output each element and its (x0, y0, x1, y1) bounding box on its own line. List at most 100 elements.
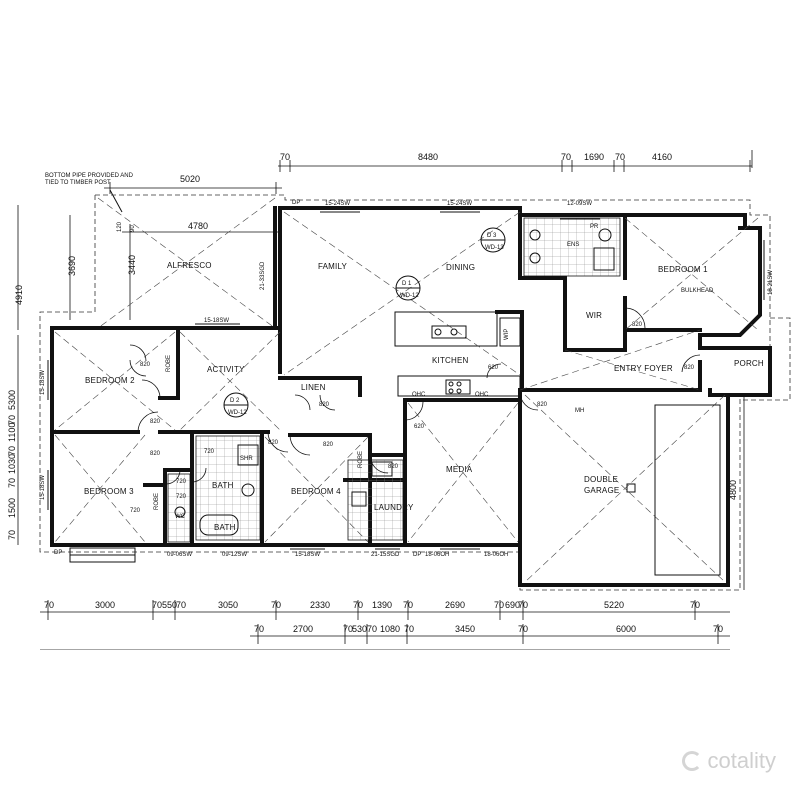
downpipe-label: DP (54, 550, 62, 556)
dim-2690: 2690 (445, 600, 465, 610)
dim-70: 70 (518, 624, 528, 634)
window-labels: 15-24SW 15-24SW 12-09SW 18-21SW 21-33SGD… (54, 200, 774, 558)
kitchen-fixtures (431, 325, 471, 395)
garage-fixture (626, 483, 636, 493)
right-dimensions: 4800 (728, 150, 753, 590)
dim-3050: 3050 (218, 600, 238, 610)
window-label: 15-18SW (295, 552, 320, 558)
dim-70: 70 (713, 624, 723, 634)
dim-70: 70 (690, 600, 700, 610)
window-label: 21-33SGD (260, 261, 266, 290)
door-width-label: 820 (140, 362, 151, 368)
dim-70: 70 (518, 600, 528, 610)
room-label-porch: PORCH (734, 359, 764, 368)
note-timber-post: TIED TO TIMBER POST (45, 180, 111, 186)
tag-d1: D 1 (402, 281, 412, 287)
room-label-wir: WIR (586, 311, 602, 320)
garage-slab (654, 404, 721, 576)
dim-120: 120 (117, 221, 123, 232)
room-label-activity: ACTIVITY (207, 365, 245, 374)
dim-1080: 1080 (380, 624, 400, 634)
room-label-family: FAMILY (318, 262, 348, 271)
room-label-garage: GARAGE (584, 486, 619, 495)
dim-2700: 2700 (293, 624, 313, 634)
door-width-label: 820 (323, 442, 334, 448)
downpipe-label: DP (292, 200, 300, 206)
watermark-text: cotality (707, 748, 776, 773)
room-label-bedroom4: BEDROOM 4 (291, 487, 341, 496)
window-label: 18-06OH (425, 552, 449, 558)
door-width-label: 820 (268, 440, 279, 446)
dim-4800: 4800 (728, 480, 738, 500)
dim-70: 70 (44, 600, 54, 610)
room-label-dining: DINING (446, 263, 475, 272)
dim-4910: 4910 (14, 285, 24, 305)
dim-3690: 3690 (67, 256, 77, 276)
dim-1690: 1690 (584, 152, 604, 162)
room-label-wip: WIP (504, 329, 510, 340)
room-label-bedroom2: BEDROOM 2 (85, 376, 135, 385)
eave-lines (39, 194, 791, 591)
dim-70: 70 (494, 600, 504, 610)
door-width-label: 620 (414, 424, 425, 430)
room-label-shr: SHR (240, 456, 253, 462)
tag-d2-ref: WD-12 (228, 410, 247, 416)
bottom-dimensions-2: 70 2700 70 530 70 1080 70 3450 70 6000 7… (250, 624, 730, 644)
left-dimensions: 4910 3690 3440 120 90 5300 70 1100 70 10… (7, 205, 137, 545)
dim-70: 70 (152, 600, 162, 610)
tag-d3-ref: WD-13 (485, 245, 504, 251)
room-label-bath: BATH (212, 481, 234, 490)
tag-d1-ref: WD-12 (400, 293, 419, 299)
dim-8480: 8480 (418, 152, 438, 162)
door-width-label: 720 (176, 479, 187, 485)
dim-70: 70 (561, 152, 571, 162)
room-label-linen: LINEN (301, 383, 326, 392)
door-width-label: 720 (204, 449, 215, 455)
room-labels: ALFRESCO FAMILY DINING ENS BEDROOM 1 BUL… (84, 224, 764, 532)
tag-d3: D 3 (487, 233, 497, 239)
dim-1100: 1100 (7, 423, 17, 442)
label-ohc-2: OHC (475, 392, 489, 398)
dim-70: 70 (176, 600, 186, 610)
room-label-media: MEDIA (446, 465, 473, 474)
room-label-bath2: BATH (214, 523, 236, 532)
dim-6000: 6000 (616, 624, 636, 634)
bottom-dimensions-1: 70 3000 70 550 70 3050 70 2330 70 1390 7… (40, 600, 730, 620)
dim-690: 690 (505, 600, 520, 610)
window-label: 12-09SW (567, 201, 592, 207)
dim-70: 70 (7, 446, 17, 456)
door-width-label: 720 (130, 508, 141, 514)
dim-90: 90 (130, 225, 136, 232)
door-width-label: 820 (388, 464, 399, 470)
door-labels: 820 820 820 820 820 820 820 820 820 820 … (130, 322, 695, 514)
dim-2330: 2330 (310, 600, 330, 610)
dim-4780: 4780 (188, 221, 208, 231)
window-label: 21-15SGD (371, 552, 400, 558)
dim-70: 70 (367, 624, 377, 634)
window-marks (47, 211, 765, 563)
room-label-bedroom3: BEDROOM 3 (84, 487, 134, 496)
dim-70: 70 (271, 600, 281, 610)
dim-70: 70 (7, 415, 17, 425)
dim-530: 530 (352, 624, 367, 634)
room-label-kitchen: KITCHEN (432, 356, 469, 365)
room-label-double: DOUBLE (584, 475, 618, 484)
tag-d2: D 2 (230, 398, 240, 404)
door-width-label: 720 (176, 494, 187, 500)
window-label: 15-24SW (325, 201, 350, 207)
dim-5220: 5220 (604, 600, 624, 610)
dim-70: 70 (280, 152, 290, 162)
window-label: 15-18SW (204, 318, 229, 324)
room-label-wc: WC (175, 514, 186, 520)
dim-1030: 1030 (7, 454, 17, 474)
dim-3450: 3450 (455, 624, 475, 634)
label-pr: PR (590, 224, 599, 230)
door-swings (129, 307, 701, 485)
dim-70: 70 (7, 478, 17, 488)
dim-5020: 5020 (180, 174, 200, 184)
room-label-robe3: ROBE (154, 493, 160, 510)
door-width-label: 820 (150, 419, 161, 425)
dim-4160: 4160 (652, 152, 672, 162)
dim-1500: 1500 (7, 498, 17, 518)
cotality-logo-icon (681, 751, 702, 771)
